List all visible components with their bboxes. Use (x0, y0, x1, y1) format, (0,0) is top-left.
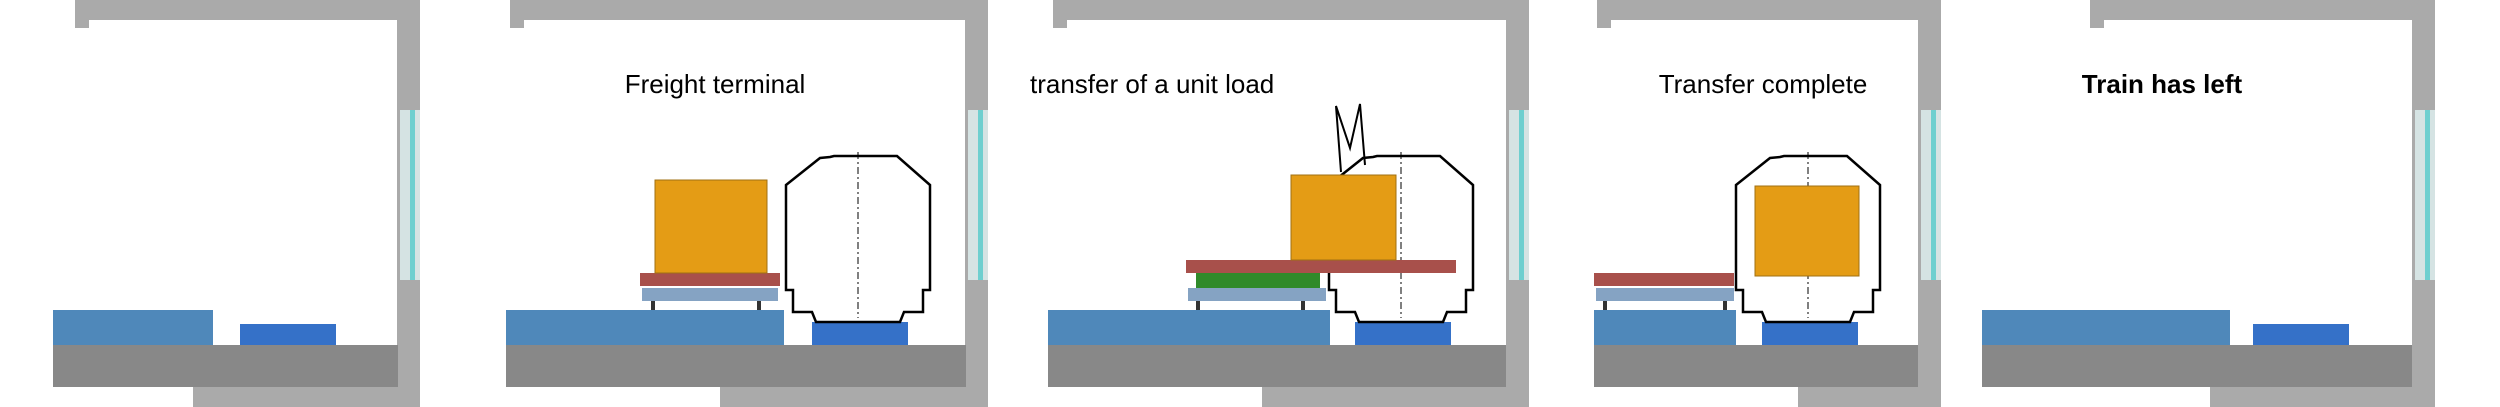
lifting-device-icon (1188, 273, 1326, 310)
wagon-outline-icon (784, 152, 932, 324)
roof-stub (75, 20, 89, 28)
window-line (1519, 110, 1524, 280)
lower-slab (2210, 387, 2412, 407)
window-line (1931, 110, 1936, 280)
roof-beam (75, 0, 420, 20)
device-leg (1301, 300, 1305, 310)
lower-slab (1262, 387, 1506, 407)
window-line (2425, 110, 2430, 280)
platform (1982, 310, 2230, 345)
device-leg (651, 300, 655, 310)
rail-block (2253, 324, 2349, 345)
wagon-outline-icon (1734, 152, 1882, 324)
ground-slab (506, 345, 966, 387)
window-line (410, 110, 415, 280)
roof-stub (510, 20, 524, 28)
container-icon (1754, 185, 1860, 277)
roof-stub (1597, 20, 1611, 28)
ground-slab (1982, 345, 2412, 387)
rail-block (812, 322, 908, 345)
wagon-outline (1734, 154, 1882, 324)
lightning-marker-icon (1335, 103, 1366, 173)
panel-2: Freight terminal (506, 0, 988, 407)
carrier-deck (642, 288, 778, 301)
roof-beam (1597, 0, 1941, 20)
window-line (978, 110, 983, 280)
transfer-beam (1186, 260, 1456, 273)
panel-5: Train has left (1982, 0, 2435, 407)
panel-1 (53, 0, 420, 407)
container-icon (654, 179, 768, 274)
panel-4: Transfer complete (1594, 0, 1941, 407)
lower-slab (193, 387, 398, 407)
carrier-deck (1596, 288, 1734, 301)
panel-5-caption: Train has left (2082, 69, 2243, 99)
panel-3: transfer of a unit load (1030, 0, 1529, 407)
ground-slab (1594, 345, 1918, 387)
wagon-outline (784, 154, 932, 324)
lifting-device-icon (1594, 273, 1734, 310)
ground-slab (1048, 345, 1506, 387)
rail-block (240, 324, 336, 345)
device-leg (1603, 300, 1607, 310)
container-icon (1290, 174, 1397, 261)
roof-stub (2090, 20, 2104, 28)
platform (1048, 310, 1330, 345)
lower-slab (1798, 387, 1918, 407)
rail-block (1762, 322, 1858, 345)
roof-stub (1053, 20, 1067, 28)
rail-block (1355, 322, 1451, 345)
platform (506, 310, 784, 345)
device-leg (1196, 300, 1200, 310)
ground-slab (53, 345, 398, 387)
device-leg (1723, 300, 1727, 310)
lower-slab (720, 387, 966, 407)
roof-beam (1053, 0, 1529, 20)
carrier-deck (1188, 288, 1326, 301)
transfer-beam (1594, 273, 1734, 286)
lifting-device-icon (640, 273, 780, 310)
panel-2-caption: Freight terminal (625, 69, 806, 99)
device-leg (757, 300, 761, 310)
roof-beam (2090, 0, 2435, 20)
platform (1594, 310, 1736, 345)
carrier-base (1196, 273, 1320, 288)
transfer-beam (640, 273, 780, 286)
roof-beam (510, 0, 988, 20)
platform (53, 310, 213, 345)
panel-4-caption: Transfer complete (1659, 69, 1868, 99)
panel-3-caption: transfer of a unit load (1030, 69, 1274, 99)
